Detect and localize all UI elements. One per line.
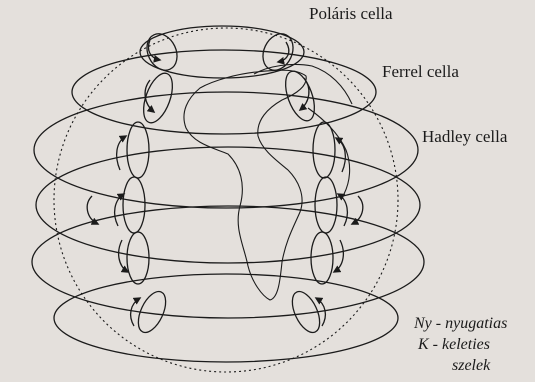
- polar-cell-label: Poláris cella: [309, 4, 393, 24]
- globe-outline: [54, 28, 398, 372]
- ferrel-cell-label: Ferrel cella: [382, 62, 459, 82]
- circulation-arrows: [87, 40, 363, 326]
- legend-westerly: Ny - nyugatias: [414, 313, 507, 334]
- left-tube-cells: [123, 29, 183, 337]
- wind-legend: Ny - nyugatias K - keleties szelek: [414, 313, 507, 376]
- continents: [184, 64, 352, 300]
- legend-winds: szelek: [414, 355, 507, 376]
- cell-belts: [32, 26, 424, 362]
- legend-easterly: K - keleties: [414, 334, 507, 355]
- hadley-cell-label: Hadley cella: [422, 127, 507, 147]
